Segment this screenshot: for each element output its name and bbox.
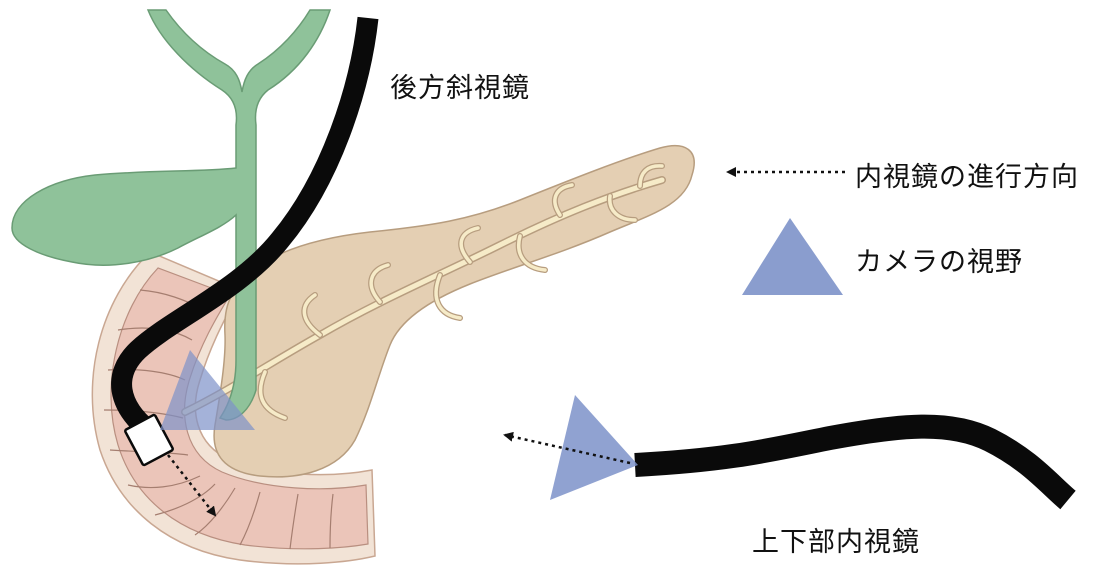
endoscope-direction-label: 内視鏡の進行方向 — [855, 155, 1079, 194]
lower-endoscope — [635, 427, 1068, 500]
legend-fov-triangle — [742, 218, 843, 295]
lower-endoscope-fov — [550, 395, 638, 500]
camera-fov-label: カメラの視野 — [855, 240, 1023, 279]
upper-lower-endoscope-label: 上下部内視鏡 — [752, 520, 920, 559]
side-viewing-scope-label: 後方斜視鏡 — [390, 66, 530, 105]
